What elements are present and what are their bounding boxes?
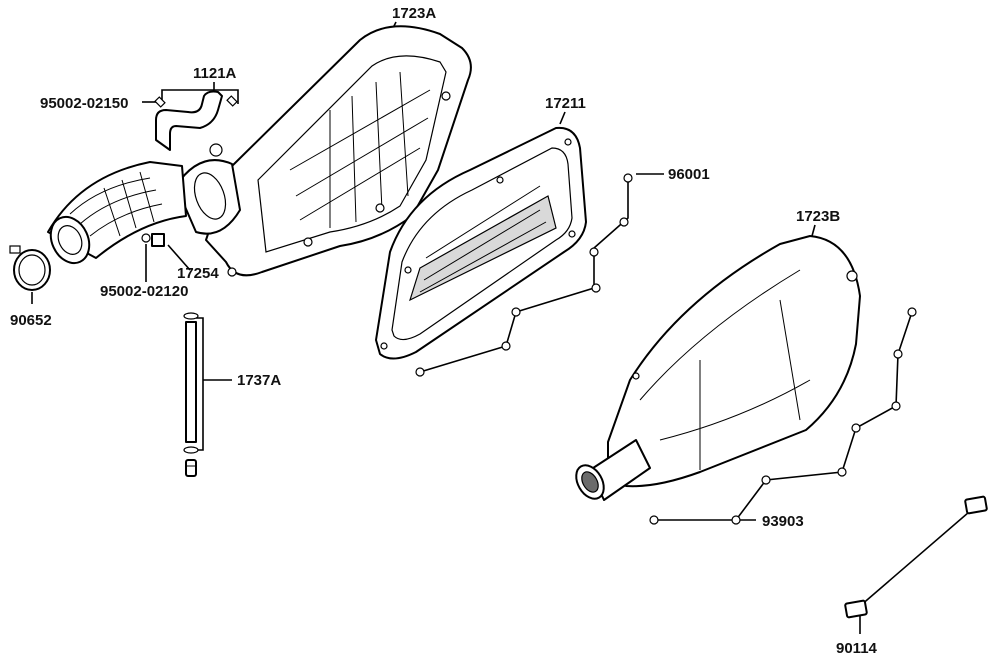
label-96001: 96001: [668, 166, 710, 183]
part-90114-bolts: [844, 495, 988, 619]
label-95002-02150: 95002-02150: [40, 95, 128, 112]
label-90114: 90114: [836, 640, 878, 657]
label-1737A: 1737A: [237, 372, 281, 389]
label-1723A: 1723A: [392, 5, 436, 22]
label-95002-02120: 95002-02120: [100, 283, 188, 300]
label-17211: 17211: [545, 95, 586, 112]
label-1121A: 1121A: [193, 65, 237, 82]
part-1737A-drain-tube: [183, 312, 199, 477]
screws-93903: [649, 307, 917, 525]
part-90652-hose-clamp: [9, 245, 51, 291]
label-17254: 17254: [177, 265, 219, 282]
label-90652: 90652: [10, 312, 52, 329]
label-1723B: 1723B: [796, 208, 840, 225]
part-1121A-breather-hose: [154, 90, 238, 151]
part-intake-duct: [47, 161, 187, 265]
label-93903: 93903: [762, 513, 804, 530]
part-1723B-outer-cover: [575, 235, 861, 501]
part-1723A-air-cleaner-case: [175, 25, 472, 277]
part-17211-filter-element: [375, 126, 587, 360]
screws-96001: [415, 173, 633, 377]
